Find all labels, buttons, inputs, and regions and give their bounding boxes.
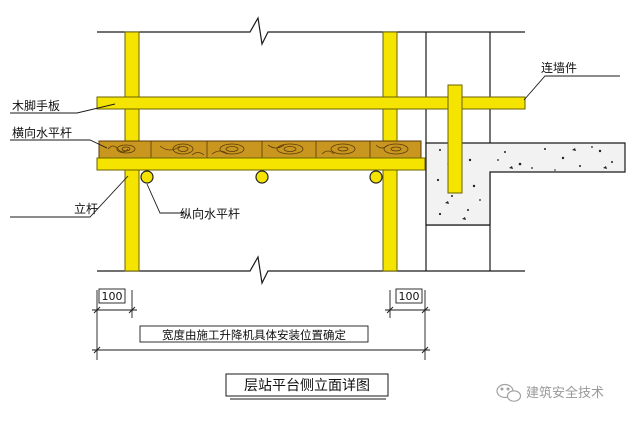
diagram-title: 层站平台侧立面详图 (244, 378, 370, 394)
dimension-left-value: 100 (102, 290, 123, 303)
dimension-right-value: 100 (399, 290, 420, 303)
watermark-text: 建筑安全技术 (526, 385, 604, 401)
dimension-width-note: 宽度由施工升降机具体安装位置确定 (162, 328, 346, 342)
longitudinal-bar-2 (255, 170, 269, 184)
labels: 木脚手板 横向水平杆 立杆 纵向水平杆 连墙件 (12, 60, 577, 221)
longitudinal-bar-1 (140, 170, 154, 184)
longitudinal-bar-sections (140, 170, 383, 184)
wood-board (98, 140, 422, 159)
label-wall-tie: 连墙件 (541, 60, 577, 75)
label-longitudinal-bar: 纵向水平杆 (180, 206, 240, 221)
label-horizontal-bar: 横向水平杆 (12, 125, 72, 140)
wechat-icon (496, 383, 522, 402)
label-wood-board: 木脚手板 (12, 98, 60, 113)
dimension-width (92, 325, 430, 354)
horizontal-bar (96, 157, 426, 171)
dimension-left (92, 288, 137, 360)
longitudinal-bar-3 (369, 170, 383, 184)
dimension-right (385, 288, 430, 360)
break-line-bottom (97, 255, 525, 285)
watermark: 建筑安全技术 (496, 383, 604, 402)
break-line-top (97, 16, 525, 46)
label-upright-pole: 立杆 (74, 201, 98, 216)
leader-lines (10, 75, 620, 218)
diagram-title-box (225, 373, 389, 400)
top-horizontal-tube (96, 96, 526, 110)
wall-tie-post (447, 84, 463, 194)
